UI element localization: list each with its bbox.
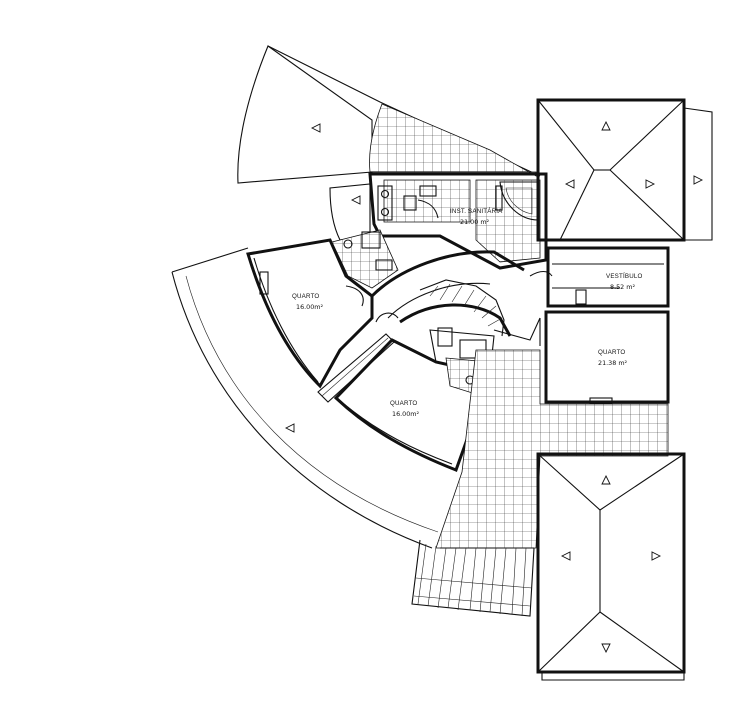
room-name-right-bedroom: QUARTO: [598, 349, 625, 356]
room-name-left-bedroom: QUARTO: [292, 293, 319, 300]
room-name-lower-bedroom: QUARTO: [390, 400, 417, 407]
room-area-vestibule: 8.52 m²: [610, 283, 635, 291]
terrace-tiled: [435, 349, 669, 549]
central-corridor: [370, 250, 541, 341]
small-bath-left: [331, 229, 399, 289]
triangle-arrow-icon: [350, 195, 361, 205]
triangle-arrow-icon: [284, 423, 295, 433]
triangle-arrow-icon: [693, 175, 704, 185]
triangle-arrow-icon: [601, 120, 611, 131]
bathroom-tiled-arc: [369, 103, 537, 177]
outer-roof-arc: [171, 247, 439, 549]
room-name-vestibule: VESTÍBULO: [606, 273, 643, 280]
roof-slope-arrows: [284, 120, 704, 654]
pergola: [411, 539, 535, 617]
room-area-right-bedroom: 21.38 m²: [598, 359, 628, 367]
room-name-bathroom: INST. SANITÁRIA: [450, 208, 503, 215]
room-labels: INST. SANITÁRIA 21.00 m² VESTÍBULO 8.52 …: [292, 208, 643, 418]
triangle-arrow-icon: [310, 123, 321, 133]
upper-right-hip-roof: [536, 98, 713, 242]
lower-right-hip-roof: [536, 452, 686, 681]
triangle-arrow-icon: [601, 643, 611, 654]
room-area-left-bedroom: 16.00m²: [296, 303, 324, 311]
vestibule: [529, 246, 670, 308]
room-area-lower-bedroom: 16.00m²: [392, 410, 420, 418]
triangle-arrow-icon: [601, 474, 611, 485]
room-area-bathroom: 21.00 m²: [460, 218, 490, 226]
triangle-arrow-icon: [651, 551, 662, 561]
right-bedroom: [539, 310, 670, 405]
triangle-arrow-icon: [564, 179, 575, 189]
triangle-arrow-icon: [645, 179, 656, 189]
left-bedroom: [246, 238, 374, 389]
lower-left-bedroom: [317, 312, 492, 472]
triangle-arrow-icon: [560, 551, 571, 561]
